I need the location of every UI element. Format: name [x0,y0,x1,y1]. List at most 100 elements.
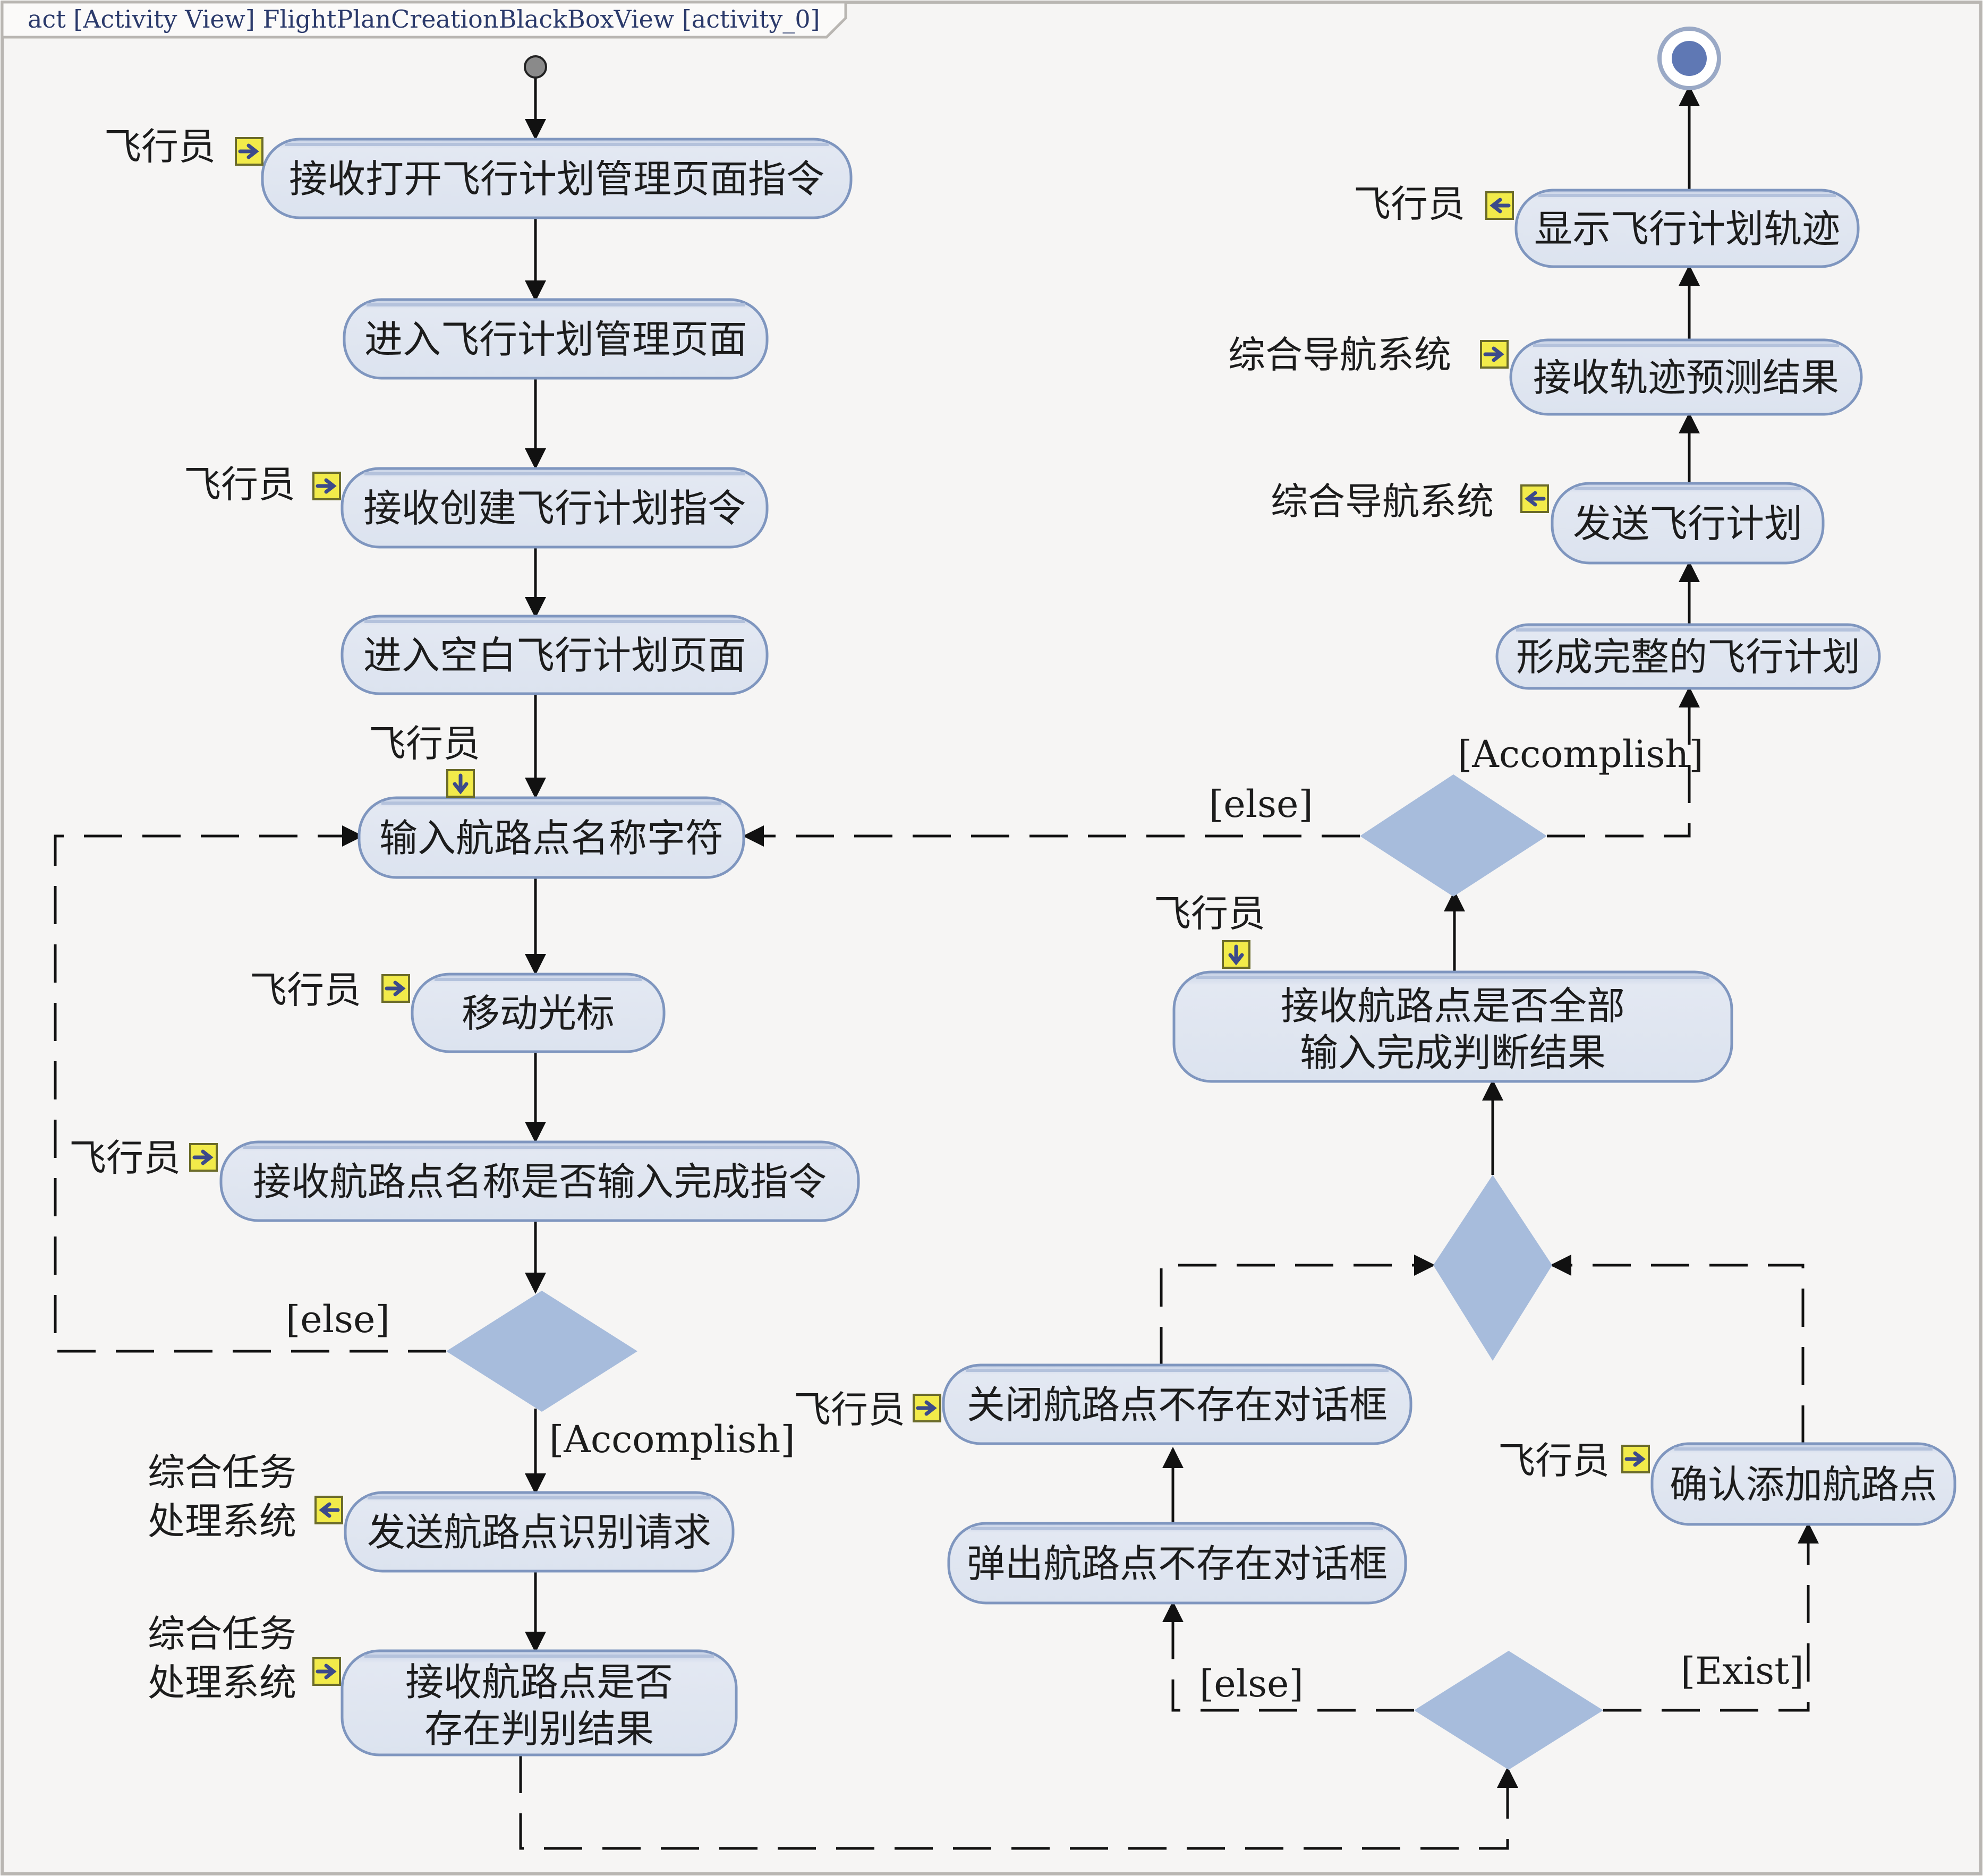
actor-label: 综合导航系统 [1271,480,1494,523]
action-label: 接收打开飞行计划管理页面指令 [289,157,824,201]
action-label: 进入飞行计划管理页面 [364,317,747,362]
action-a3: 接收创建飞行计划指令 飞行员 [184,463,769,549]
actor-label: 飞行员 [1498,1439,1610,1482]
decision-exist [1414,1651,1603,1770]
flow-d4-accomplish-to-a14 [1547,686,1700,838]
action-label: 接收轨迹预测结果 [1533,355,1839,400]
decision-all-accomplish [1360,774,1547,897]
actor-label-line2: 处理系统 [148,1661,296,1704]
action-label: 形成完整的飞行计划 [1516,635,1860,679]
actor-label: 飞行员 [104,125,216,168]
action-box [358,796,745,879]
flow-d1-else-to-a5 [54,825,446,1353]
action-box [219,1140,860,1222]
pin-in-icon [312,472,341,500]
flow-a11-to-d2 [1160,1255,1435,1365]
pin-in-icon [913,1394,941,1422]
pin-out-icon [1485,191,1514,220]
guard-d1-else: [else] [286,1298,390,1341]
action-a5: 输入航路点名称字符 飞行员 [358,722,745,879]
action-box [341,467,769,549]
frame-title: act [Activity View] FlightPlanCreationBl… [28,5,820,33]
flow-d3-else-to-a10 [1162,1601,1414,1712]
decision-name-accomplish [446,1291,637,1412]
action-label: 发送航路点识别请求 [367,1510,711,1555]
action-box [341,1649,738,1756]
actor-label: 飞行员 [794,1388,905,1431]
action-a2: 进入飞行计划管理页面 [343,298,769,380]
dashed-flows [54,686,1819,1850]
action-box [261,138,853,219]
action-box [1650,1442,1956,1526]
pin-in-icon [1480,340,1509,369]
action-box [344,1491,735,1573]
action-label: 进入空白飞行计划页面 [363,633,746,678]
action-nodes: 接收打开飞行计划管理页面指令飞行员进入飞行计划管理页面接收创建飞行计划指令飞行员… [69,125,1956,1756]
actor-label: 飞行员 [184,463,295,506]
action-a10: 弹出航路点不存在对话框 [947,1522,1407,1605]
guard-d4-accomplish: [Accomplish] [1458,732,1704,776]
pin-out-icon [314,1496,343,1524]
action-box [1551,482,1825,565]
guard-d4-else: [else] [1209,782,1313,826]
actor-label: 综合任务 [148,1612,296,1656]
action-a1: 接收打开飞行计划管理页面指令 飞行员 [104,125,853,219]
pin-out-icon [1520,484,1549,513]
flow-d3-exist-to-a12 [1603,1522,1819,1712]
action-label: 输入航路点名称字符 [379,816,724,860]
initial-node [524,55,547,79]
actor-label: 综合导航系统 [1228,333,1451,377]
action-box [1514,189,1860,268]
final-node [1657,27,1721,90]
frame-title-tab [1,1,847,39]
action-label: 接收航路点是否 [405,1660,673,1704]
action-box [947,1522,1407,1605]
guard-d3-else: [else] [1199,1662,1304,1706]
action-label: 接收创建飞行计划指令 [363,486,746,531]
action-a4: 进入空白飞行计划页面 [341,615,769,695]
actor-label: 飞行员 [1354,182,1465,226]
action-label: 弹出航路点不存在对话框 [967,1541,1388,1586]
pin-down-icon [446,769,475,798]
action-a15: 发送飞行计划 综合导航系统 [1271,480,1825,565]
flow-a9-to-d3 [519,1755,1518,1850]
actor-label: 飞行员 [69,1136,181,1180]
action-a16: 接收轨迹预测结果 综合导航系统 [1228,333,1863,416]
action-label: 接收航路点是否全部 [1281,984,1625,1028]
action-a6: 移动光标 飞行员 [250,968,666,1053]
flow-a12-to-d2 [1550,1255,1805,1444]
action-box [343,298,769,380]
guard-d3-exist: [Exist] [1681,1649,1804,1693]
pin-down-icon [1222,940,1250,969]
control-flows [525,78,1700,1653]
action-box [1172,970,1733,1083]
action-label: 发送飞行计划 [1573,501,1802,546]
actor-label: 飞行员 [1154,892,1265,935]
action-box [1509,338,1863,416]
actor-label: 飞行员 [369,722,480,765]
action-label: 关闭航路点不存在对话框 [967,1383,1388,1427]
action-a11: 关闭航路点不存在对话框 飞行员 [794,1363,1412,1445]
pin-in-icon [1621,1445,1650,1473]
action-label-line2: 输入完成判断结果 [1300,1030,1606,1075]
guard-d1-accomplish: [Accomplish] [549,1418,795,1461]
pin-in-icon [235,137,263,166]
pin-in-icon [189,1143,218,1172]
actor-label: 综合任务 [148,1451,296,1494]
action-box [1495,623,1881,690]
action-box [411,973,666,1053]
pin-in-icon [381,974,410,1003]
action-label-line2: 存在判别结果 [424,1707,654,1751]
action-a7: 接收航路点名称是否输入完成指令 飞行员 [69,1136,860,1222]
action-label: 移动光标 [462,991,615,1036]
action-label: 接收航路点名称是否输入完成指令 [253,1159,827,1204]
actor-label: 飞行员 [250,968,361,1012]
action-box [942,1363,1412,1445]
action-box [341,615,769,695]
